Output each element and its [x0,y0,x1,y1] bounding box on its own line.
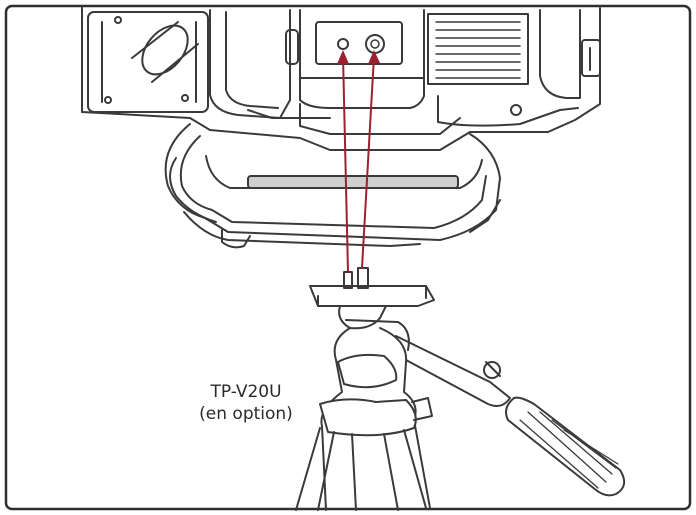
accessory-optional-note: (en option) [199,404,293,424]
arrow-right-screw [361,55,375,269]
camcorder-illustration [81,7,601,151]
tripod-illustration [295,267,626,511]
accessory-model-label: TP-V20U [210,382,282,402]
arrow-left-screw [342,55,349,273]
grip-strap-illustration [164,123,501,249]
mounting-arrows [337,50,380,273]
